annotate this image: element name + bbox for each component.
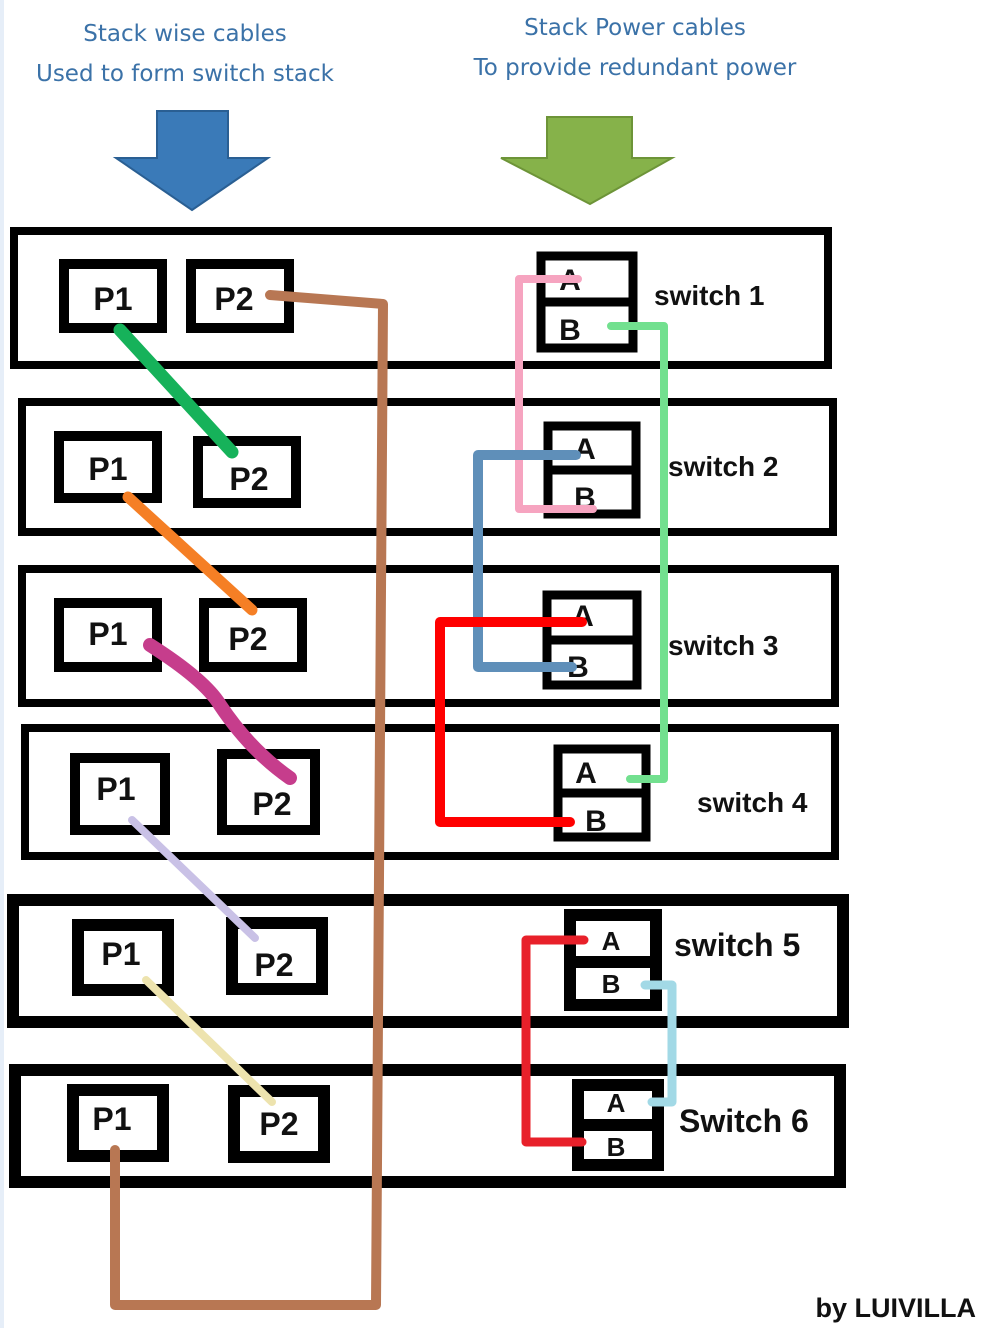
switch-6: P1 P2 A B Switch 6 <box>9 1064 846 1188</box>
switch-1-port-p1-label: P1 <box>93 281 132 317</box>
switch-4-port-p2-label: P2 <box>252 786 291 822</box>
switch-6-power-b[interactable]: B <box>607 1132 626 1162</box>
switch-1-port-p2-label: P2 <box>214 281 253 317</box>
switch-4-power-a[interactable]: A <box>575 757 597 790</box>
stackpower-cable-2[interactable] <box>607 322 668 783</box>
switch-1-chassis <box>10 227 832 369</box>
switch-2-port-p1-label: P1 <box>88 451 127 487</box>
switch-4-port-p1-label: P1 <box>96 771 135 807</box>
switch-1-port-p1[interactable] <box>59 259 167 333</box>
stackwise-header-line2: Used to form switch stack <box>35 61 334 87</box>
left-margin-strip <box>0 0 4 1328</box>
switch-4-chassis <box>21 724 839 860</box>
stackpower-arrow-icon <box>500 116 676 206</box>
stackpower-cable-3[interactable] <box>473 450 581 672</box>
switch-3-power-b[interactable]: B <box>567 651 589 684</box>
switch-4-label: switch 4 <box>697 787 808 818</box>
switch-3-port-p1[interactable] <box>54 598 162 672</box>
switch-2-port-p1[interactable] <box>54 431 162 503</box>
switch-3-chassis <box>18 565 839 707</box>
switch-2: P1 P2 A B switch 2 <box>18 398 837 536</box>
stackwise-cable-6[interactable] <box>110 290 388 1310</box>
switch-1: P1 P2 A B switch 1 <box>10 227 832 369</box>
switch-5-port-p2-label: P2 <box>254 947 293 983</box>
stackpower-header-line1: Stack Power cables <box>524 15 746 41</box>
stackwise-cable-4[interactable] <box>128 816 259 942</box>
switch-5: P1 P2 A B switch 5 <box>7 894 849 1028</box>
stackwise-header-line1: Stack wise cables <box>83 21 287 47</box>
switch-4-power-b[interactable]: B <box>585 805 607 838</box>
switch-5-label: switch 5 <box>674 927 800 963</box>
switch-6-port-p2-label: P2 <box>259 1106 298 1142</box>
stackwise-arrow-icon <box>112 110 272 212</box>
switch-3-label: switch 3 <box>668 630 778 661</box>
stackpower-cables <box>435 275 677 1147</box>
switch-3-port-p1-label: P1 <box>88 616 127 652</box>
stackwise-cables <box>110 290 388 1310</box>
stackwise-cable-3[interactable] <box>143 638 297 785</box>
switch-3: P1 P2 A B switch 3 <box>18 565 839 707</box>
switch-5-power-b[interactable]: B <box>602 969 621 999</box>
switch-2-port-p2[interactable] <box>193 436 301 508</box>
switch-6-port-p1-label: P1 <box>92 1101 131 1137</box>
switch-2-chassis <box>18 398 837 536</box>
switch-4-port-p1[interactable] <box>70 753 170 835</box>
switch-6-port-p1[interactable] <box>67 1084 169 1162</box>
stackpower-header-line2: To provide redundant power <box>473 55 797 81</box>
stackpower-cable-5[interactable] <box>521 935 589 1147</box>
stackpower-cable-6[interactable] <box>640 980 677 1107</box>
stackwise-cable-5[interactable] <box>142 976 276 1106</box>
switch-2-port-p2-label: P2 <box>229 461 268 497</box>
stackpower-header: Stack Power cables To provide redundant … <box>450 8 820 88</box>
switch-6-label: Switch 6 <box>679 1103 809 1139</box>
author-credit: by LUIVILLA <box>815 1293 977 1323</box>
switch-5-port-p1-label: P1 <box>101 936 140 972</box>
switch-5-power-a[interactable]: A <box>602 926 621 956</box>
stackwise-cable-2[interactable] <box>122 491 258 616</box>
switch-2-power-a[interactable]: A <box>574 433 596 466</box>
switch-3-power-a[interactable]: A <box>572 600 594 633</box>
switch-6-power-a[interactable]: A <box>607 1088 626 1118</box>
switch-1-label: switch 1 <box>654 280 764 311</box>
switch-5-port-p1[interactable] <box>72 919 174 996</box>
switch-3-port-p2-label: P2 <box>228 621 267 657</box>
switch-6-chassis <box>9 1064 846 1188</box>
switch-4: P1 P2 A B switch 4 <box>21 724 839 860</box>
switch-6-port-p2[interactable] <box>228 1085 330 1163</box>
switch-5-chassis <box>7 894 849 1028</box>
stackwise-header: Stack wise cables Used to form switch st… <box>20 14 350 94</box>
stackpower-cable-1[interactable] <box>515 275 597 513</box>
stackwise-cable-1[interactable] <box>113 323 239 459</box>
stackpower-cable-4[interactable] <box>435 617 587 827</box>
switch-2-label: switch 2 <box>668 451 778 482</box>
switch-1-power-b[interactable]: B <box>559 314 581 347</box>
